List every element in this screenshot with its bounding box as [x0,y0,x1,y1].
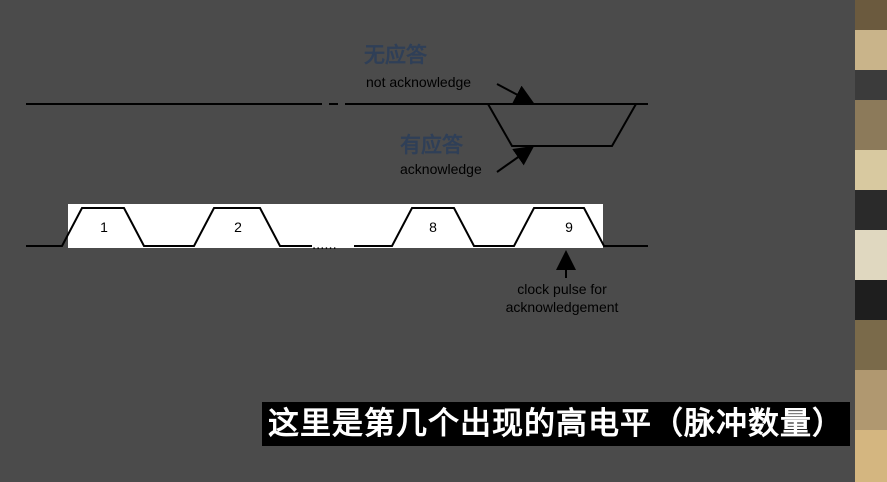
ack-arrow [496,145,535,173]
ack-label-en: acknowledge [400,161,482,177]
pulse-label-1: 1 [100,219,108,235]
nack-arrow [496,83,535,104]
nack-label-en: not acknowledge [366,74,471,90]
nack-label-cn: 无应答 [364,43,428,67]
clock-panel [68,204,603,248]
ack-label-cn: 有应答 [400,133,464,157]
pulse-label-2: 2 [234,219,242,235]
pulse-label-9: 9 [565,219,573,235]
clock-ellipsis: ...... [312,238,337,253]
clock-line [26,207,648,247]
data-line [26,103,648,147]
video-subtitle: 这里是第几个出现的高电平（脉冲数量） [262,402,850,446]
bookshelf-background [855,0,887,482]
clock-note-line2: acknowledgement [506,299,619,315]
pulse-label-8: 8 [429,219,437,235]
clock-note-line1: clock pulse for [517,281,607,297]
